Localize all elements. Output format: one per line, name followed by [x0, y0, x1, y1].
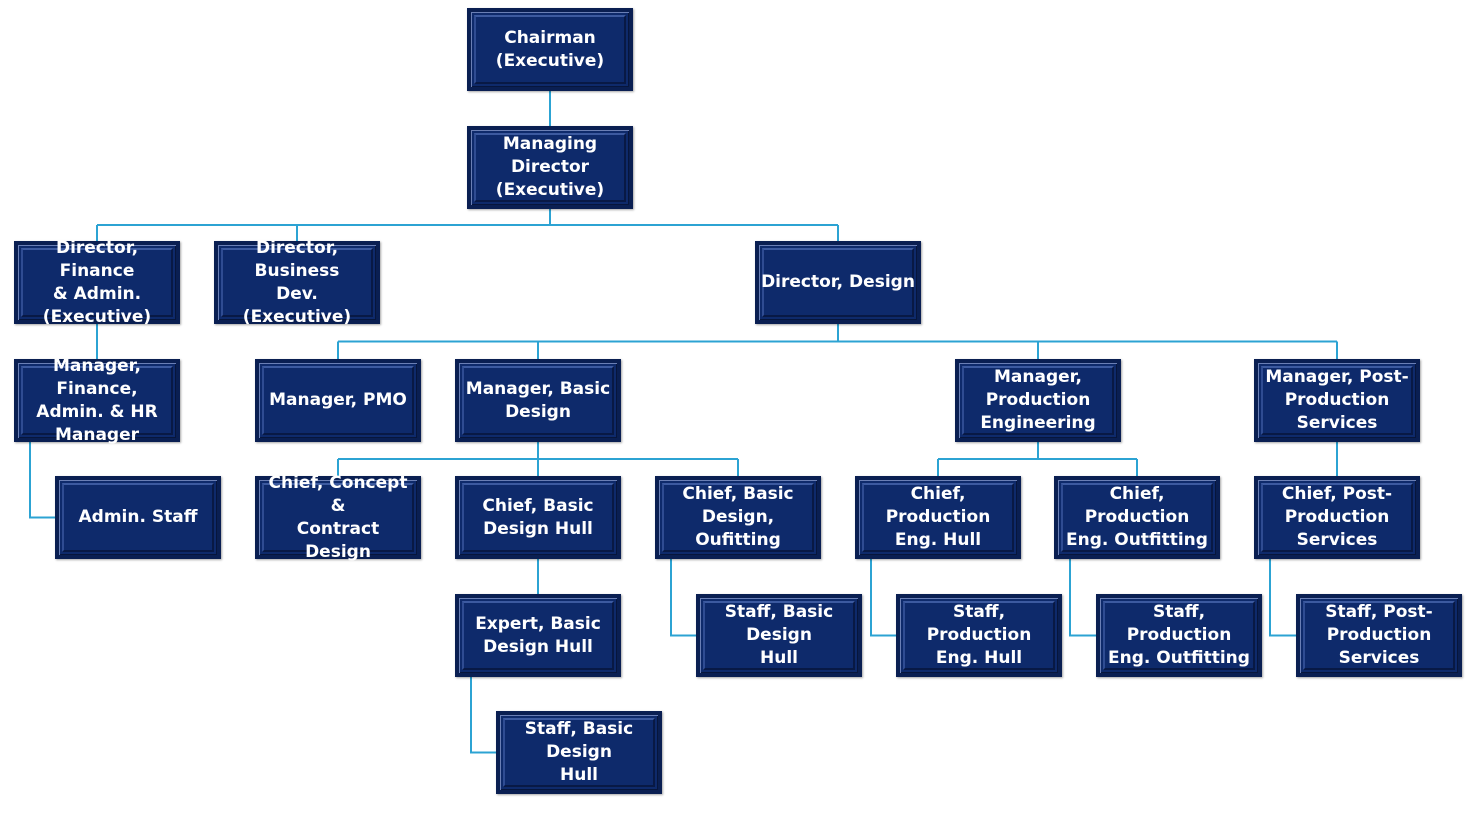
node-label: Chief, Basic Design, Oufitting [682, 484, 794, 550]
node-director-finance: Director, Finance & Admin. (Executive) [14, 238, 180, 327]
node-label: Director, Finance & Admin. (Executive) [42, 237, 152, 327]
node-label: Manager, Basic Design [465, 378, 611, 422]
node-label: Manager, PMO [269, 390, 407, 410]
node-chief-basic-outfitting: Chief, Basic Design, Oufitting [655, 476, 821, 559]
connector-chief-production-outfitting-staff-production-outfitting [1069, 559, 1096, 637]
node-label: Staff, Production Eng. Hull [926, 602, 1032, 668]
connector-chief-basic-outfitting-staff-basic-outfitting [670, 559, 696, 637]
node-label: Admin. Staff [78, 507, 198, 527]
node-director-design: Director, Design [755, 241, 921, 324]
node-label: Manager, Finance, Admin. & HR Manager [36, 355, 158, 445]
node-label: Director, Design [761, 272, 915, 292]
node-director-business: Director, Business Dev. (Executive) [214, 238, 380, 327]
node-staff-production-outfitting: Staff, Production Eng. Outfitting [1096, 594, 1262, 677]
node-label: Chief, Production Eng. Hull [885, 484, 991, 550]
node-manager-basic-design: Manager, Basic Design [455, 359, 621, 442]
node-chief-production-hull: Chief, Production Eng. Hull [855, 476, 1021, 559]
node-chief-basic-hull: Chief, Basic Design Hull [455, 476, 621, 559]
node-label: Managing Director (Executive) [495, 134, 605, 200]
node-label: Staff, Basic Design Hull [724, 602, 834, 668]
connector-manager-finance-admin-staff [29, 442, 55, 519]
connector-expert-basic-hull-staff-basic-hull [470, 677, 496, 754]
node-staff-production-hull: Staff, Production Eng. Hull [896, 594, 1062, 677]
node-admin-staff: Admin. Staff [55, 476, 221, 559]
node-chief-concept: Chief, Concept & Contract Design [255, 473, 421, 562]
node-staff-post-production: Staff, Post- Production Services [1296, 594, 1462, 677]
connector-chief-production-hull-staff-production-hull [870, 559, 896, 637]
node-staff-basic-hull: Staff, Basic Design Hull [496, 711, 662, 794]
node-label: Staff, Basic Design Hull [524, 719, 634, 785]
node-label: Chief, Basic Design Hull [482, 495, 594, 539]
node-managing-director: Managing Director (Executive) [467, 126, 633, 209]
node-manager-pmo: Manager, PMO [255, 359, 421, 442]
node-label: Manager, Production Engineering [980, 367, 1096, 433]
node-label: Director, Business Dev. (Executive) [242, 237, 352, 327]
node-label: Staff, Production Eng. Outfitting [1108, 602, 1250, 668]
node-chief-post-production: Chief, Post- Production Services [1254, 476, 1420, 559]
node-label: Chief, Post- Production Services [1281, 484, 1393, 550]
node-label: Manager, Post- Production Services [1265, 367, 1409, 433]
node-label: Staff, Post- Production Services [1325, 602, 1433, 668]
node-staff-basic-outfitting: Staff, Basic Design Hull [696, 594, 862, 677]
connector-chief-post-production-staff-post-production [1269, 559, 1296, 637]
node-chairman: Chairman (Executive) [467, 8, 633, 91]
node-chief-production-outfitting: Chief, Production Eng. Outfitting [1054, 476, 1220, 559]
node-manager-post-production: Manager, Post- Production Services [1254, 359, 1420, 442]
node-expert-basic-hull: Expert, Basic Design Hull [455, 594, 621, 677]
node-manager-production-eng: Manager, Production Engineering [955, 359, 1121, 442]
node-label: Chief, Production Eng. Outfitting [1066, 484, 1208, 550]
node-label: Expert, Basic Design Hull [475, 613, 601, 657]
node-label: Chief, Concept & Contract Design [268, 472, 408, 562]
node-label: Chairman (Executive) [495, 27, 605, 71]
node-manager-finance: Manager, Finance, Admin. & HR Manager [14, 356, 180, 445]
